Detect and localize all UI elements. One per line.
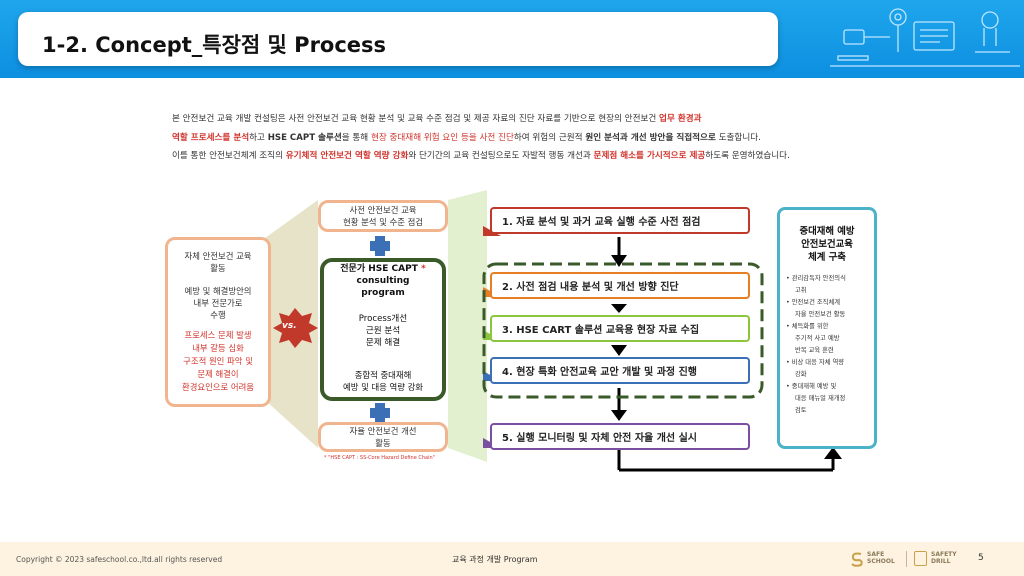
self-improvement-box	[318, 422, 448, 452]
copyright: Copyright © 2023 safeschool.co.,ltd.all …	[16, 555, 223, 564]
prevention-system-list: • 관리감독자 안전의식 고취 • 안전보건 조직체계 자율 안전보건 활동 •…	[786, 275, 846, 414]
page-title: 1-2. Concept_특장점 및 Process	[42, 33, 387, 57]
footer-divider	[906, 551, 907, 567]
safe-school-logo-icon	[851, 552, 863, 567]
safety-drill-logo-icon	[914, 551, 927, 566]
title-card	[18, 12, 778, 66]
intro-line-1: 본 안전보건 교육 개발 컨설팅은 사전 안전보건 교육 현황 분석 및 교육 …	[172, 114, 702, 124]
step-4: 4. 현장 특화 안전교육 교안 개발 및 과정 진행	[490, 357, 750, 384]
hse-capt-title: 전문가 HSE CAPT * consulting program	[340, 264, 426, 298]
step-2: 2. 사전 점검 내용 분석 및 개선 방향 진단	[490, 272, 750, 299]
self-training-box	[165, 237, 271, 407]
prevention-system-box	[777, 207, 877, 449]
pre-analysis-box	[318, 200, 448, 232]
network-illustration-icon	[830, 8, 1020, 67]
step-3: 3. HSE CART 솔루션 교육용 현장 자료 수집	[490, 315, 750, 342]
footer-program-label: 교육 과정 개발 Program	[452, 555, 538, 564]
page-number: 5	[978, 553, 984, 563]
step-1: 1. 자료 분석 및 과거 교육 실행 수준 사전 점검	[490, 207, 750, 234]
hse-capt-program-box	[320, 258, 446, 401]
vs-badge: vs.	[282, 321, 297, 331]
step-5: 5. 실행 모니터링 및 자체 안전 자율 개선 실시	[490, 423, 750, 450]
intro-line-3: 이를 통한 안전보건체계 조직의 유기체적 안전보건 역할 역량 강화와 단기간…	[172, 151, 790, 161]
intro-line-2: 역할 프로세스를 분석하고 HSE CAPT 솔루션을 통해 현장 중대재해 위…	[172, 133, 761, 143]
footnote: * "HSE CAPT : SS-Core Hazard Define Chai…	[324, 455, 435, 461]
